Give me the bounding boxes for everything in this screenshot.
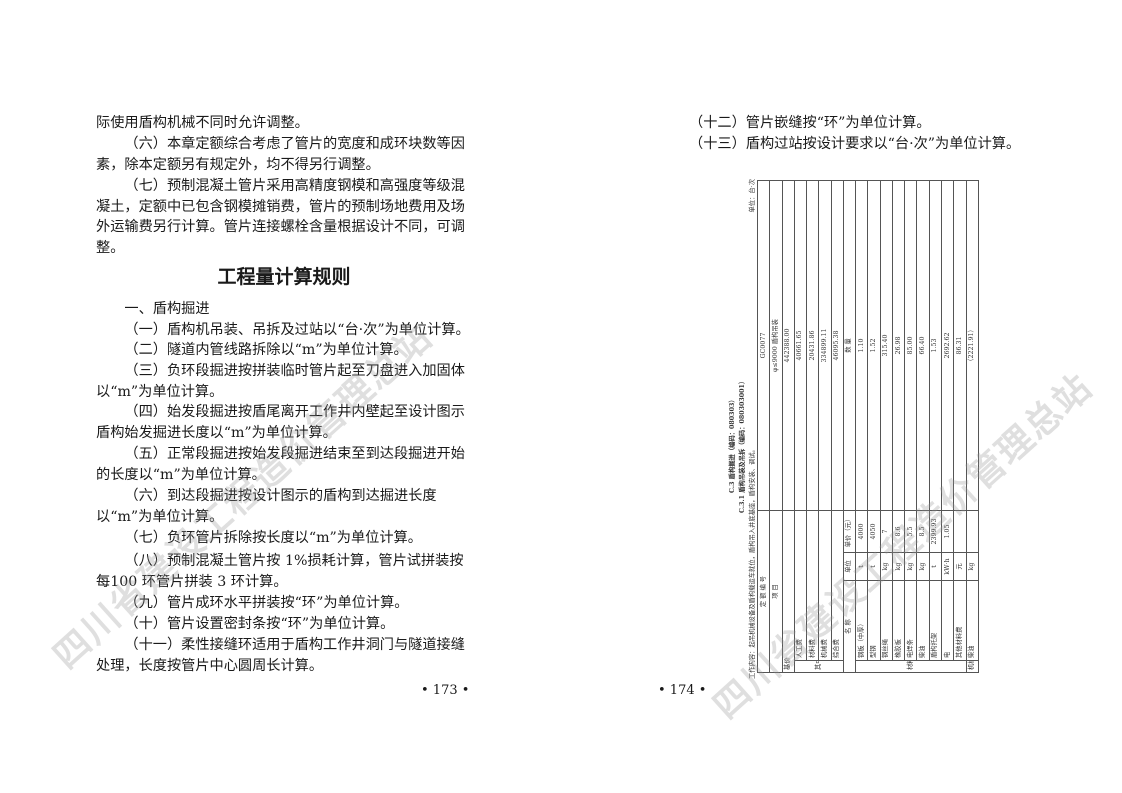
table-row: 定 额 编 号 GC0077 — [757, 180, 770, 673]
table-row: 柴油 kg 8.5 66.40 — [916, 180, 930, 672]
rule-item: （九）管片成环水平拼装按“环”为单位计算。 — [124, 595, 409, 611]
rule-item: （一）盾构机吊装、吊拆及过站以“台·次”为单位计算。 — [124, 322, 470, 338]
rule-item: （七）负环管片拆除按长度以“m”为单位计算。 — [124, 530, 422, 546]
material-group-label: 材料 — [855, 660, 967, 673]
rule-item: （二）隧道内管线路拆除以“m”为单位计算。 — [124, 342, 408, 358]
cell-name: 电焊条 — [904, 580, 917, 661]
table-row: 盾构托架 t 2399.93 1.53 — [929, 180, 942, 672]
rule-item: （四）始发段掘进按盾尾离开工作井内壁起至设计图示盾构始发掘进长度以“m”为单位计… — [96, 404, 465, 441]
paragraph: 际使用盾构机械不同时允许调整。 — [96, 115, 309, 131]
rule-item: （十一）柔性接缝环适用于盾构工作井洞门与隧道接缝处理，长度按管片中心圆周长计算。 — [96, 637, 465, 674]
component-value: 40661.65 — [794, 180, 807, 511]
unit-note: 单位：台·次 — [749, 179, 756, 213]
cell-qty: 2692.62 — [941, 180, 954, 511]
component-value: 46095.38 — [831, 180, 844, 511]
paragraph: （六）本章定额综合考虑了管片的宽度和成环块数等因素，除本定额另有规定外，均不得另… — [96, 136, 465, 173]
table-row: 项 目 φ≤9000 盾构吊装 — [769, 180, 783, 673]
cell-qty: 315.40 — [880, 180, 893, 511]
cell-unit: kg — [966, 552, 979, 581]
machine-group-label: 机械 — [966, 660, 979, 673]
column-header: 单价（元） — [843, 510, 856, 553]
component-value: 20431.86 — [806, 180, 819, 511]
table-row: 其他材料费 元 86.31 — [953, 180, 967, 672]
table-subsection-title: C.3.1 盾构吊装及吊拆（编码：080303001） — [739, 377, 746, 513]
cell-unit: kW·h — [941, 552, 954, 581]
right-page: （十二）管片嵌缝按“环”为单位计算。 （十三）盾构过站按设计要求以“台·次”为单… — [561, 0, 1122, 793]
rule-item: （六）到达段掘进按设计图示的盾构到达掘进长度以“m”为单位计算。 — [96, 488, 437, 525]
item-name: φ≤9000 盾构吊装 — [769, 180, 783, 511]
rule-item: （八）预制混凝土管片按 1%损耗计算，管片试拼装按每100 环管片拼装 3 环计… — [96, 553, 464, 590]
rule-item: （三）负环段掘进按拼装临时管片起至刀盘进入加固体以“m”为单位计算。 — [96, 363, 465, 400]
rule-item: 一、盾构掘进 — [124, 301, 210, 317]
table-row: 橡胶板 kg 8.6 26.98 — [892, 180, 905, 672]
cell-name: 柴油 — [966, 580, 979, 661]
table-row: 电 kW·h 1.05 2692.62 — [941, 180, 954, 672]
table-section-title: C.3 盾构掘进（编码：080303） — [729, 396, 736, 493]
page-number: • 174 • — [658, 683, 707, 698]
cell-name: 电 — [941, 580, 954, 661]
cell-qty: 1.53 — [929, 180, 942, 511]
cell-qty: 1.52 — [867, 180, 881, 511]
cell-name: 盾构托架 — [929, 580, 942, 661]
rule-item: （十）管片设置密封条按“环”为单位计算。 — [124, 616, 395, 632]
rule-item: （十二）管片嵌缝按“环”为单位计算。 — [689, 115, 931, 131]
column-header: 数 量 — [843, 180, 856, 511]
table-row: 钢丝绳 kg 7 315.40 — [880, 180, 893, 672]
left-page: 际使用盾构机械不同时允许调整。 （六）本章定额综合考虑了管片的宽度和成环块数等因… — [96, 115, 470, 698]
section-heading: 工程量计算规则 — [217, 266, 351, 288]
cell-name: 柴油 — [916, 580, 930, 661]
base-price: 442388.00 — [782, 180, 795, 511]
cell-qty: 66.40 — [916, 180, 930, 511]
table-row: 基价 442388.00 — [782, 180, 795, 673]
cell-unit: t — [929, 552, 942, 581]
cell-qty: 85.00 — [904, 180, 917, 511]
paragraph: （七）预制混凝土管片采用高精度钢模和高强度等级混凝土，定额中已包含钢模摊销费，管… — [96, 178, 465, 256]
component-value: 334899.11 — [818, 180, 832, 511]
quota-code: GC0077 — [757, 180, 770, 511]
cell-qty: 26.98 — [892, 180, 905, 511]
cell-unit: 元 — [953, 552, 967, 581]
rule-item: （五）正常段掘进按始发段掘进结束至到达段掘进开始的长度以“m”为单位计算。 — [96, 446, 465, 483]
table-row: 电焊条 kg 5.5 85.00 — [904, 180, 917, 672]
page-number: • 173 • — [421, 683, 470, 698]
cell-name: 其他材料费 — [953, 580, 967, 661]
rule-item: （十三）盾构过站按设计要求以“台·次”为单位计算。 — [689, 136, 1021, 152]
cell-name: 橡胶板 — [892, 580, 905, 661]
table-row: 机械 柴油 kg （2221.91） — [966, 180, 979, 673]
cell-qty: 1.10 — [855, 180, 868, 511]
